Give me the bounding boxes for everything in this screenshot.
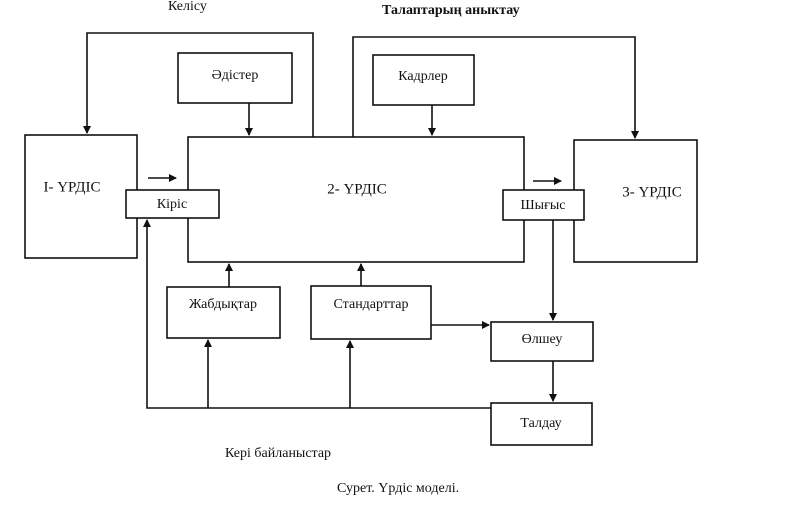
methods-label: Әдістер xyxy=(212,68,259,83)
input-box xyxy=(125,189,220,219)
measurement-box xyxy=(490,321,594,362)
output-label: Шығыс xyxy=(521,198,566,213)
process-2-box xyxy=(187,136,525,263)
input-label: Кіріс xyxy=(157,197,187,212)
standards-box xyxy=(310,285,432,340)
process-1-label: І- ҮРДІС xyxy=(43,179,100,195)
feedback-label: Кері байланыстар xyxy=(225,446,331,461)
output-box xyxy=(502,189,585,221)
label-requirements: Талаптарың аныктау xyxy=(382,3,520,18)
equipment-box xyxy=(166,286,281,339)
process-3-box xyxy=(573,139,698,263)
agreement-loop-line xyxy=(83,32,314,137)
label-agreement: Келісу xyxy=(168,0,207,14)
process-2-label: 2- ҮРДІС xyxy=(327,181,387,197)
requirements-loop-line xyxy=(352,36,639,139)
analysis-label: Талдау xyxy=(520,416,561,431)
standards-label: Стандарттар xyxy=(334,297,409,312)
staff-box xyxy=(372,54,475,106)
staff-label: Кадрлер xyxy=(398,69,448,84)
feedback-line xyxy=(143,219,491,409)
measurement-label: Өлшеу xyxy=(522,332,563,347)
figure-caption: Сурет. Үрдіс моделі. xyxy=(337,481,459,496)
process-1-box xyxy=(24,134,138,259)
process-3-label: 3- ҮРДІС xyxy=(622,184,682,200)
equipment-label: Жабдықтар xyxy=(189,297,257,312)
analysis-box xyxy=(490,402,593,446)
methods-box xyxy=(177,52,293,104)
